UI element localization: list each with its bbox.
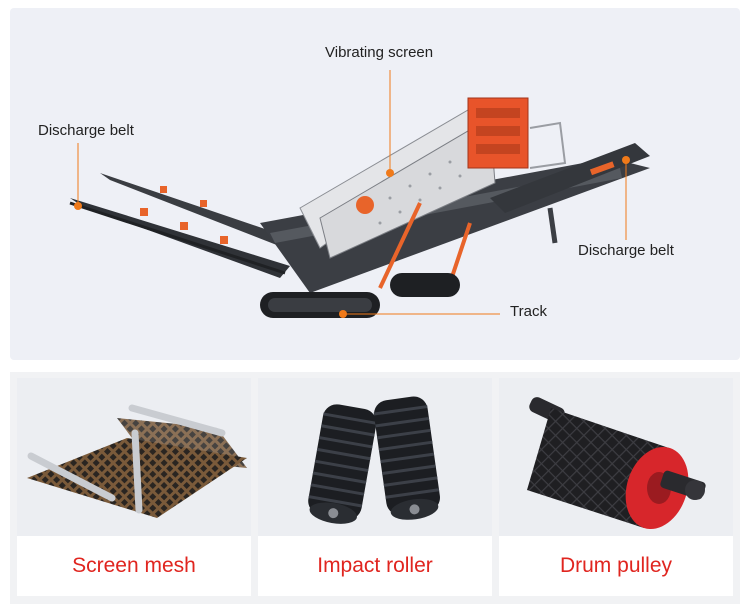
machine-illustration-panel: Vibrating screen Discharge belt Discharg… (10, 8, 740, 360)
part-label-drum-pulley: Drum pulley (499, 536, 733, 596)
left-discharge-conveyor (69, 173, 315, 278)
part-card-impact-roller: Impact roller (258, 378, 492, 596)
part-label-screen-mesh: Screen mesh (17, 536, 251, 596)
callout-track: Track (510, 303, 547, 320)
vibrating-screen-box (299, 97, 567, 259)
callout-discharge-belt-right: Discharge belt (578, 242, 674, 259)
crawler-track (260, 273, 460, 318)
hydraulic-struts (378, 202, 472, 289)
impact-roller-icon (258, 378, 492, 536)
parts-grid: Screen mesh (10, 372, 740, 604)
tracked-screening-plant-image (69, 70, 650, 318)
callout-discharge-belt-left: Discharge belt (38, 122, 134, 139)
right-discharge-conveyor (490, 143, 650, 244)
part-label-impact-roller: Impact roller (258, 536, 492, 596)
drum-pulley-icon (499, 378, 733, 536)
part-card-screen-mesh: Screen mesh (17, 378, 251, 596)
part-card-drum-pulley: Drum pulley (499, 378, 733, 596)
callout-vibrating-screen: Vibrating screen (325, 44, 434, 61)
callout-leaders (74, 70, 630, 318)
screen-mesh-icon (17, 378, 251, 536)
